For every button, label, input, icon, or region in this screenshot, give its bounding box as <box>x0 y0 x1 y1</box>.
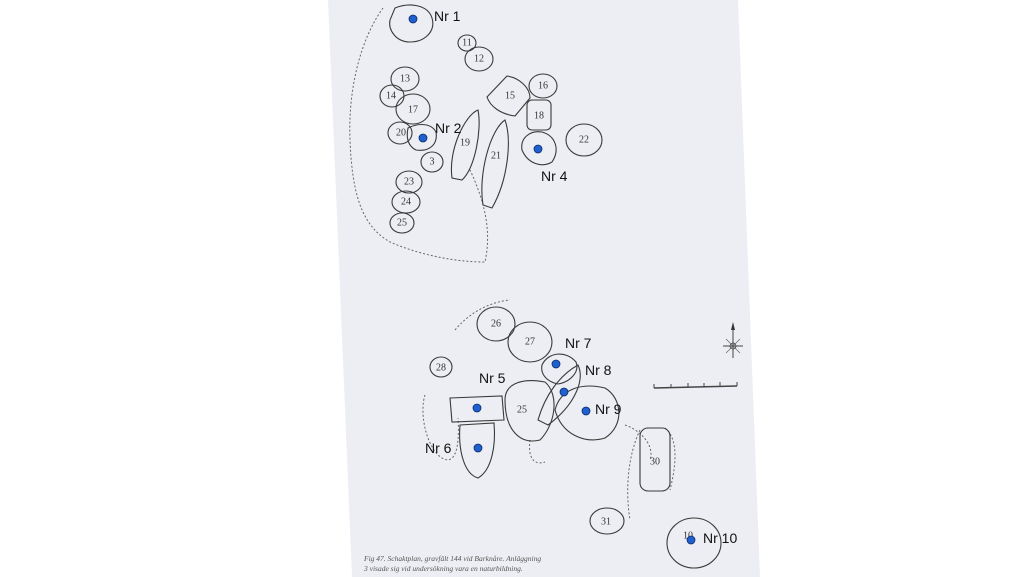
feature-label: 14 <box>386 90 396 101</box>
feature-label: 23 <box>404 176 414 187</box>
marker-label: Nr 7 <box>565 335 592 351</box>
feature-label: 24 <box>401 196 411 207</box>
feature-label: 20 <box>396 127 406 138</box>
feature-label: 15 <box>505 90 515 101</box>
feature-label: 18 <box>534 110 544 121</box>
feature-label: 30 <box>650 456 660 467</box>
marker-dot <box>559 387 569 397</box>
feature-label: 25 <box>397 217 407 228</box>
paper-sheet <box>328 0 760 577</box>
marker-label: Nr 4 <box>541 168 568 184</box>
feature-label: 3 <box>430 156 435 167</box>
marker-labels: Nr 1 Nr 2 Nr 4 Nr 7 Nr 8 Nr 5 Nr 9 Nr 6 … <box>425 8 737 546</box>
marker-dot <box>551 359 561 369</box>
feature-label: 12 <box>474 53 484 64</box>
feature-label: 11 <box>462 37 472 48</box>
marker-label: Nr 9 <box>595 401 622 417</box>
marker-dot <box>686 535 696 545</box>
feature-label: 25 <box>517 404 527 415</box>
scale-bar <box>653 382 738 389</box>
feature-outlines-south <box>429 306 722 569</box>
excavation-boundary-center <box>454 299 546 464</box>
feature-outlines-north <box>379 4 603 234</box>
marker-dot <box>472 403 482 413</box>
marker-label: Nr 10 <box>703 530 737 546</box>
figure-caption-line-2: 3 visade sig vid undersökning vara en na… <box>363 564 523 573</box>
feature-label: 13 <box>400 73 410 84</box>
feature-label: 27 <box>525 336 535 347</box>
feature-label: 31 <box>601 516 611 527</box>
feature-label: 16 <box>538 80 548 91</box>
marker-label: Nr 6 <box>425 440 452 456</box>
figure-caption-line-1: Fig 47. Schaktplan, gravfält 144 vid Bar… <box>363 554 541 563</box>
feature-labels: 11 12 13 14 15 16 17 18 19 20 21 22 3 23… <box>386 37 693 541</box>
marker-label: Nr 1 <box>434 8 461 24</box>
marker-label: Nr 5 <box>479 370 506 386</box>
marker-dot <box>408 14 418 24</box>
sample-markers <box>408 14 696 545</box>
feature-label: 28 <box>436 362 446 373</box>
feature-label: 19 <box>460 137 470 148</box>
excavation-boundary-north <box>349 7 488 263</box>
marker-dot <box>581 406 591 416</box>
feature-label: 10 <box>683 530 693 541</box>
marker-label: Nr 8 <box>585 362 612 378</box>
compass-rose-icon <box>723 322 743 358</box>
feature-label: 21 <box>491 150 501 161</box>
feature-label: 17 <box>408 104 418 115</box>
feature-label: 22 <box>579 134 589 145</box>
excavation-boundary-south-west <box>422 394 459 461</box>
marker-dot <box>533 144 543 154</box>
marker-dot <box>418 133 428 143</box>
feature-label: 26 <box>491 318 501 329</box>
marker-label: Nr 2 <box>435 120 462 136</box>
marker-dot <box>473 443 483 453</box>
